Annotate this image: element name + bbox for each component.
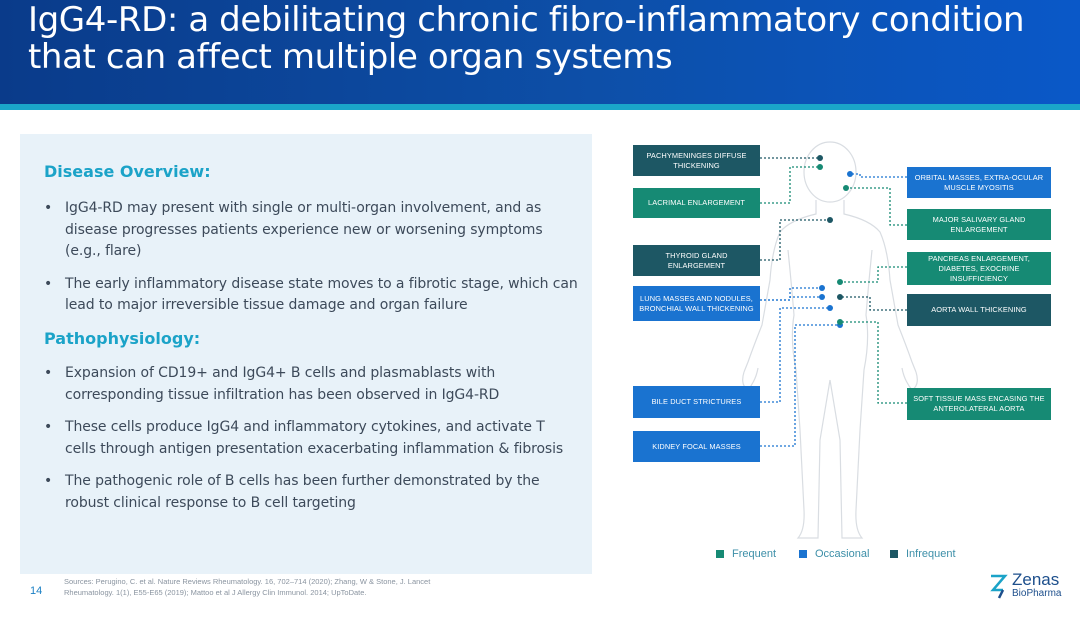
- logo-subtitle: BioPharma: [1012, 588, 1062, 599]
- organ-markers: [817, 155, 853, 328]
- header-accent-stripe: [0, 104, 1080, 110]
- logo-name: Zenas: [1012, 570, 1060, 589]
- disease-overview-heading: Disease Overview:: [44, 162, 211, 181]
- legend-frequent: Frequent: [716, 548, 776, 560]
- list-item: Expansion of CD19+ and IgG4+ B cells and…: [44, 363, 579, 406]
- legend-infrequent: Infrequent: [890, 548, 956, 560]
- legend-swatch: [890, 550, 898, 558]
- sources-text: Sources: Perugino, C. et al. Nature Revi…: [64, 577, 431, 597]
- list-item: These cells produce IgG4 and inflammator…: [44, 417, 579, 460]
- header-banner: IgG4-RD: a debilitating chronic fibro-in…: [0, 0, 1080, 104]
- list-item: IgG4-RD may present with single or multi…: [44, 198, 579, 263]
- legend-label: Occasional: [815, 548, 870, 560]
- legend-occasional: Occasional: [799, 548, 869, 560]
- label-kidney: KIDNEY FOCAL MASSES: [633, 431, 760, 462]
- label-pancreas: PANCREAS ENLARGEMENT, DIABETES, EXOCRINE…: [907, 252, 1051, 285]
- zenas-logo: Zenas BioPharma: [988, 570, 1074, 602]
- page-number: 14: [30, 585, 43, 597]
- organ-involvement-diagram: PACHYMENINGES DIFFUSE THICKENING LACRIMA…: [630, 140, 1060, 560]
- disease-overview-list: IgG4-RD may present with single or multi…: [44, 198, 579, 328]
- legend-label: Frequent: [732, 548, 777, 560]
- label-salivary: MAJOR SALIVARY GLAND ENLARGEMENT: [907, 209, 1051, 240]
- label-lacrimal: LACRIMAL ENLARGEMENT: [633, 188, 760, 218]
- label-pachymeninges: PACHYMENINGES DIFFUSE THICKENING: [633, 145, 760, 176]
- label-orbital: ORBITAL MASSES, EXTRA-OCULAR MUSCLE MYOS…: [907, 167, 1051, 198]
- label-aorta: AORTA WALL THICKENING: [907, 294, 1051, 326]
- body-illustration: [742, 141, 918, 539]
- label-bile-duct: BILE DUCT STRICTURES: [633, 386, 760, 418]
- body-outline: [742, 141, 918, 539]
- list-item: The pathogenic role of B cells has been …: [44, 471, 579, 514]
- label-soft-tissue: SOFT TISSUE MASS ENCASING THE ANTEROLATE…: [907, 388, 1051, 420]
- overview-panel: Disease Overview: IgG4-RD may present wi…: [20, 134, 592, 574]
- label-thyroid: THYROID GLAND ENLARGEMENT: [633, 245, 760, 276]
- slide-title: IgG4-RD: a debilitating chronic fibro-in…: [28, 0, 1025, 77]
- legend-label: Infrequent: [906, 548, 956, 560]
- legend-swatch: [716, 550, 724, 558]
- pathophysiology-heading: Pathophysiology:: [44, 329, 201, 348]
- zenas-logo-icon: [990, 574, 1008, 599]
- legend-swatch: [799, 550, 807, 558]
- list-item: The early inflammatory disease state mov…: [44, 274, 579, 317]
- connector-lines: [760, 157, 907, 447]
- pathophysiology-list: Expansion of CD19+ and IgG4+ B cells and…: [44, 363, 579, 525]
- label-lung: LUNG MASSES AND NODULES, BRONCHIAL WALL …: [633, 286, 760, 321]
